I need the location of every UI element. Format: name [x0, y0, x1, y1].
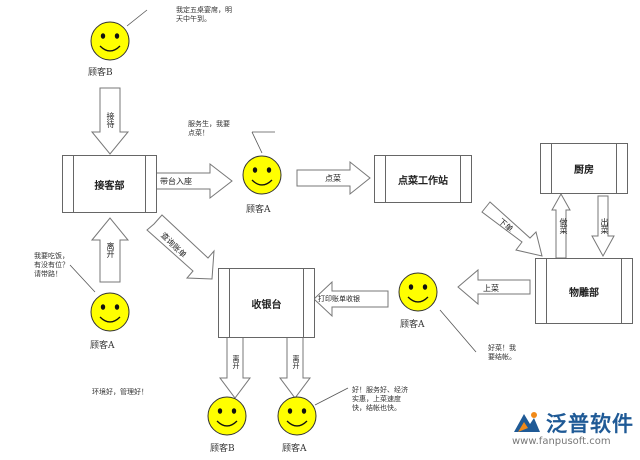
callout-line-left — [69, 264, 96, 293]
note-ask-table: 我要吃饭，有没有位？请带路！ — [34, 252, 69, 278]
smiley-icon-bottom-left — [207, 396, 247, 436]
note-booking: 我定五桌宴席，明天中午到。 — [176, 6, 232, 23]
node-order-station: 点菜工作站 — [374, 155, 472, 203]
label-leave: 离开 — [106, 242, 115, 258]
node-reception: 接客部 — [62, 155, 157, 213]
callout-line-right — [439, 309, 477, 353]
callout-line-bottom — [314, 387, 349, 406]
label-seat: 带台入座 — [160, 177, 192, 186]
note-welcome: 环境好，管理好！ — [92, 388, 148, 396]
callout-line-center — [251, 131, 263, 154]
arrow-order — [296, 160, 371, 196]
label-serve: 上菜 — [483, 284, 499, 293]
arrow-leave — [90, 217, 130, 283]
label-serve-up: 做菜 — [559, 218, 568, 234]
arrow-exit-left — [219, 336, 251, 399]
label-exit-left: 离开 — [232, 355, 240, 369]
smiley-icon-bottom-right — [277, 396, 317, 436]
arrow-checkout — [313, 280, 389, 318]
label-exit-right: 离开 — [292, 355, 300, 369]
node-cashier: 收银台 — [218, 268, 315, 338]
label-checkout: 打印账单收银 — [318, 295, 360, 303]
customer-label-right: 顾客A — [400, 320, 425, 330]
arrow-fire — [481, 201, 543, 257]
arrow-serve — [457, 268, 531, 306]
label-arrive: 接待 — [106, 112, 115, 128]
brand-mark-icon — [514, 412, 540, 432]
note-ask-order: 服务生，我要点菜！ — [188, 120, 230, 137]
customer-label-left: 顾客A — [90, 341, 115, 351]
brand-name: 泛普软件 — [546, 412, 634, 436]
arrow-seat — [154, 162, 233, 200]
brand-logo: 泛普软件 www.fanpusoft.com — [510, 408, 633, 452]
customer-label-bottom-right: 顾客A — [282, 444, 307, 454]
smiley-icon-right — [398, 272, 438, 312]
node-kitchen: 厨房 — [540, 143, 628, 194]
label-cook: 出菜 — [600, 218, 609, 234]
customer-label-top: 顾客B — [88, 68, 113, 78]
smiley-icon-center — [242, 155, 282, 195]
arrow-cook — [591, 195, 615, 258]
customer-label-center: 顾客A — [246, 205, 271, 215]
arrow-exit-right — [279, 336, 311, 399]
smiley-icon-top — [90, 21, 130, 61]
customer-label-bottom-left: 顾客B — [210, 444, 235, 454]
label-order: 点菜 — [325, 174, 341, 183]
node-delivery: 物雕部 — [535, 258, 633, 324]
smiley-icon-left — [90, 292, 130, 332]
brand-url: www.fanpusoft.com — [512, 436, 611, 447]
note-praise: 好！服务好、经济实惠，上菜速度快，结帐也快。 — [352, 386, 408, 412]
arrow-bill-query — [146, 214, 215, 280]
arrow-arrive — [90, 87, 130, 155]
callout-line-top — [126, 9, 148, 27]
note-tasty: 好菜！我要结帐。 — [488, 344, 516, 361]
